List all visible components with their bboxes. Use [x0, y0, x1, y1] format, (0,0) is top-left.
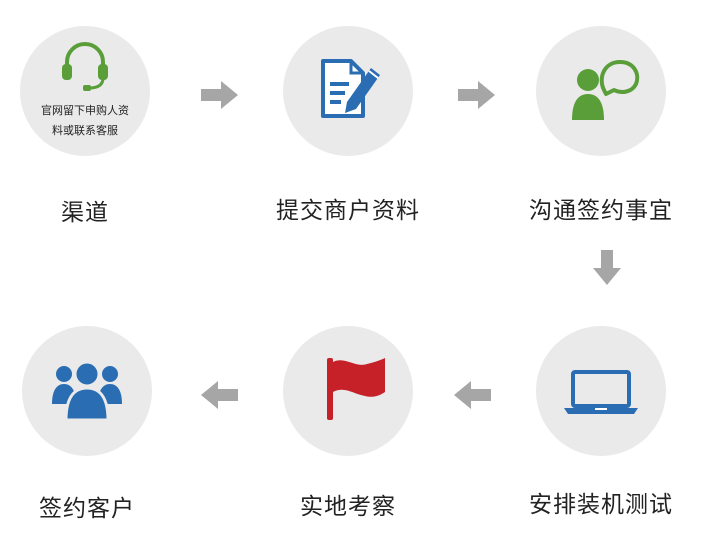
- arrow-right-icon: [201, 81, 238, 109]
- step-6-label: 签约客户: [39, 496, 135, 522]
- step-5-circle: [283, 326, 413, 456]
- step-1-circle: 官网留下申购人资 料或联系客服: [20, 26, 150, 156]
- step-4-circle: [536, 326, 666, 456]
- arrow-down-icon: [593, 250, 621, 285]
- step-3-label: 沟通签约事宜: [529, 198, 673, 224]
- step-6-circle: [22, 326, 152, 456]
- step-5-label: 实地考察: [300, 494, 396, 520]
- step-1-note-line-1: 官网留下申购人资: [41, 104, 129, 117]
- document-edit-icon: [321, 59, 380, 118]
- step-3-circle: [536, 26, 666, 156]
- arrow-right-icon: [458, 81, 495, 109]
- laptop-icon: [564, 370, 638, 414]
- step-1-label: 渠道: [61, 200, 109, 226]
- arrow-left-icon: [201, 381, 238, 409]
- step-1-note-line-2: 料或联系客服: [52, 124, 118, 137]
- headset-icon: [62, 42, 108, 91]
- arrow-left-icon: [454, 381, 491, 409]
- person-speech-icon: [572, 60, 640, 120]
- step-2-label: 提交商户资料: [276, 198, 420, 224]
- step-4-label: 安排装机测试: [529, 492, 673, 518]
- step-2-circle: [283, 26, 413, 156]
- users-group-icon: [52, 360, 122, 422]
- flag-icon: [327, 358, 385, 420]
